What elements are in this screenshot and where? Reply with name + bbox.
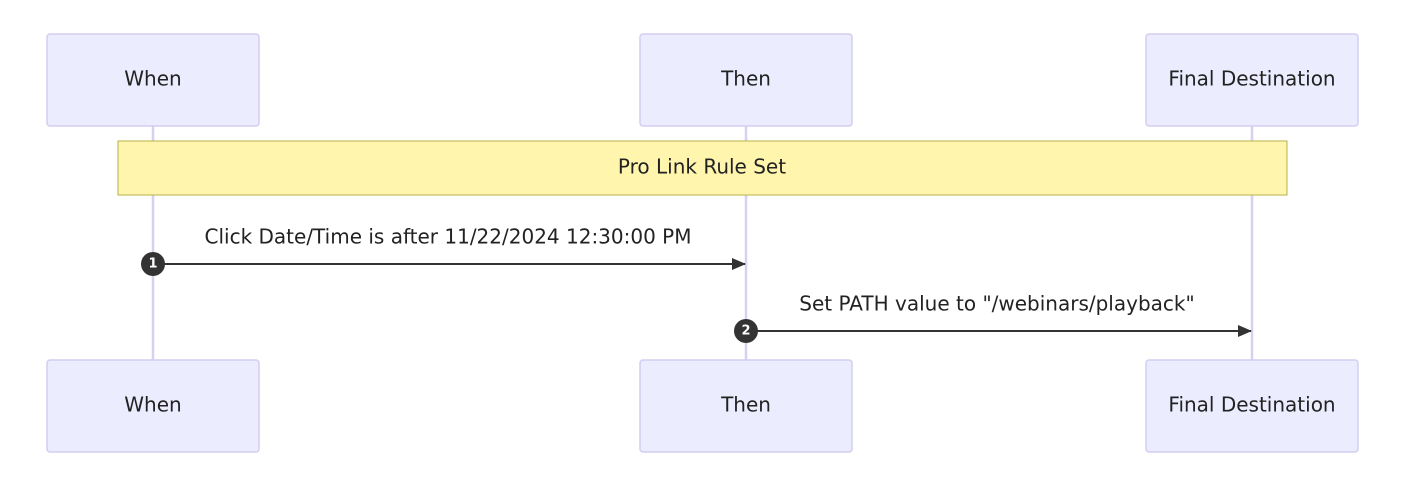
note-pro-link-rule-set: Pro Link Rule Set: [117, 140, 1288, 196]
actor-final-destination-bottom: Final Destination: [1145, 359, 1359, 453]
sequence-number-2: 2: [741, 324, 750, 339]
message-2: Set PATH value to "/webinars/playback" 2: [734, 292, 1252, 343]
message-2-text: Set PATH value to "/webinars/playback": [799, 292, 1194, 316]
actor-final-destination-bottom-label: Final Destination: [1168, 393, 1335, 417]
actor-then-bottom-label: Then: [720, 393, 771, 417]
actor-then-top-label: Then: [720, 67, 771, 91]
actor-final-destination-top-label: Final Destination: [1168, 67, 1335, 91]
actor-when-bottom: When: [46, 359, 260, 453]
message-1-text: Click Date/Time is after 11/22/2024 12:3…: [205, 225, 692, 249]
actor-when-bottom-label: When: [124, 393, 181, 417]
sequence-number-1-badge: [141, 252, 165, 276]
actor-when-top: When: [46, 33, 260, 127]
actor-final-destination-top: Final Destination: [1145, 33, 1359, 127]
sequence-number-2-badge: [734, 319, 758, 343]
sequence-number-1: 1: [148, 257, 157, 272]
actor-when-top-label: When: [124, 67, 181, 91]
note-text: Pro Link Rule Set: [618, 155, 786, 179]
actor-then-bottom: Then: [639, 359, 853, 453]
message-1: Click Date/Time is after 11/22/2024 12:3…: [141, 225, 746, 276]
actor-then-top: Then: [639, 33, 853, 127]
